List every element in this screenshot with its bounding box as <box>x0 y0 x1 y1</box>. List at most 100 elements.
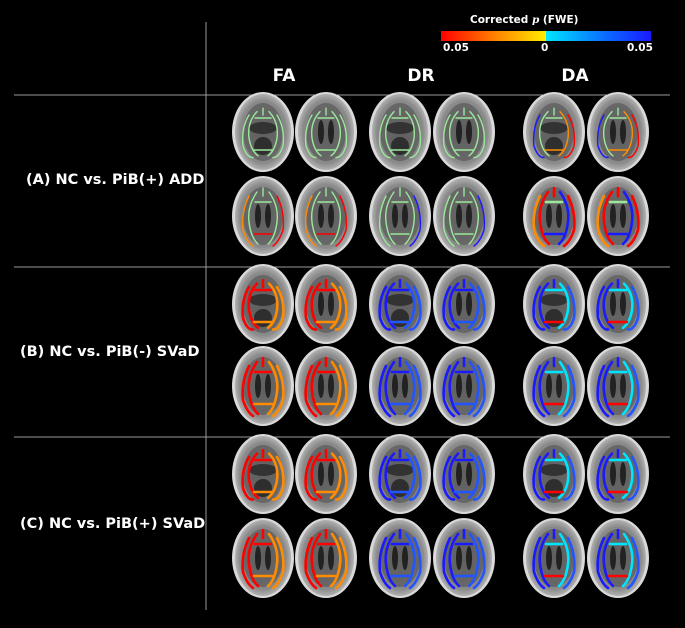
colorbar-tick-center: 0 <box>541 42 549 54</box>
tract-overlay <box>310 110 322 157</box>
tract-overlay <box>442 285 456 331</box>
tract-overlay <box>442 114 455 159</box>
tract-overlay <box>557 360 570 416</box>
brain-slice <box>295 264 357 344</box>
tract-overlay <box>310 452 323 500</box>
tract-overlay <box>378 536 392 590</box>
tract-overlay <box>403 360 416 416</box>
tract-overlay <box>267 191 279 245</box>
tract-overlay <box>622 110 634 157</box>
tract-overlay <box>472 285 486 331</box>
brain-slice <box>433 434 495 514</box>
tract-overlay <box>334 285 348 331</box>
brain-slice <box>433 518 495 598</box>
tract-overlay <box>626 455 640 501</box>
tract-overlay <box>532 455 546 501</box>
brain-slice <box>232 346 294 426</box>
tract-overlay <box>448 452 461 500</box>
tract-overlay <box>271 285 285 331</box>
tract-overlay <box>384 452 397 500</box>
tract-overlay <box>557 282 570 330</box>
tract-overlay <box>247 532 260 588</box>
tract-overlay <box>532 285 546 331</box>
tract-overlay <box>621 190 634 246</box>
tract-overlay <box>266 360 279 416</box>
brain-slice <box>433 176 495 256</box>
tract-overlay <box>310 360 323 416</box>
tract-overlay <box>558 110 570 157</box>
tract-overlay <box>626 364 640 418</box>
tract-overlay <box>596 536 610 590</box>
tract-overlay <box>562 194 576 248</box>
tract-overlay <box>532 364 546 418</box>
tract-overlay <box>378 285 392 331</box>
tract-overlay <box>378 114 391 159</box>
tract-overlay <box>271 364 285 418</box>
tract-overlay <box>467 452 480 500</box>
tract-overlay <box>329 452 342 500</box>
tract-overlay <box>563 114 576 159</box>
brain-slice <box>295 518 357 598</box>
tract-overlay <box>409 195 422 247</box>
tract-overlay <box>304 455 318 501</box>
brain-slice <box>369 518 431 598</box>
tract-overlay <box>557 532 570 588</box>
brain-slice <box>295 434 357 514</box>
tract-overlay <box>538 532 551 588</box>
tract-overlay <box>473 195 486 247</box>
tract-overlay <box>621 532 634 588</box>
brain-slice <box>587 518 649 598</box>
brain-slice <box>232 264 294 344</box>
tract-overlay <box>468 110 480 157</box>
brain-slice <box>295 176 357 256</box>
brain-slice <box>295 346 357 426</box>
tract-overlay <box>448 191 460 245</box>
tract-overlay <box>532 194 546 248</box>
tract-overlay <box>334 536 348 590</box>
brain-slice <box>587 176 649 256</box>
tract-overlay <box>621 452 634 500</box>
tract-overlay <box>596 455 610 501</box>
tract-overlay <box>562 455 576 501</box>
tract-overlay <box>562 285 576 331</box>
brain-slice <box>232 176 294 256</box>
tract-overlay <box>448 110 460 157</box>
tract-overlay <box>241 455 255 501</box>
tract-overlay <box>602 532 615 588</box>
tract-overlay <box>241 114 254 159</box>
tract-overlay <box>378 195 391 247</box>
tract-overlay <box>310 282 323 330</box>
tract-overlay <box>247 360 260 416</box>
colorbar-title: Corrected p (FWE) <box>470 14 579 26</box>
brain-slice <box>232 434 294 514</box>
tract-overlay <box>602 452 615 500</box>
tract-overlay <box>247 282 260 330</box>
tract-overlay <box>621 360 634 416</box>
tract-overlay <box>272 195 285 247</box>
tract-overlay <box>384 110 396 157</box>
brain-slice <box>433 92 495 172</box>
brain-grid <box>232 92 649 598</box>
tract-overlay <box>472 536 486 590</box>
tract-overlay <box>241 195 254 247</box>
tract-overlay <box>473 114 486 159</box>
tract-overlay <box>596 114 609 159</box>
row-label-c: (C) NC vs. PiB(+) SVaD <box>20 516 206 532</box>
tract-overlay <box>304 285 318 331</box>
tract-overlay <box>442 195 455 247</box>
brain-slice <box>369 264 431 344</box>
tract-overlay <box>408 364 422 418</box>
tract-overlay <box>472 455 486 501</box>
tract-overlay <box>271 455 285 501</box>
tract-overlay <box>310 191 322 245</box>
brain-slice <box>523 176 585 256</box>
tract-overlay <box>448 532 461 588</box>
tract-overlay <box>247 452 260 500</box>
tract-overlay <box>403 452 416 500</box>
tract-overlay <box>602 282 615 330</box>
tract-overlay <box>557 452 570 500</box>
tract-overlay <box>335 114 348 159</box>
row-label-b: (B) NC vs. PiB(-) SVaD <box>20 344 200 360</box>
tract-overlay <box>247 191 259 245</box>
brain-slice <box>523 264 585 344</box>
